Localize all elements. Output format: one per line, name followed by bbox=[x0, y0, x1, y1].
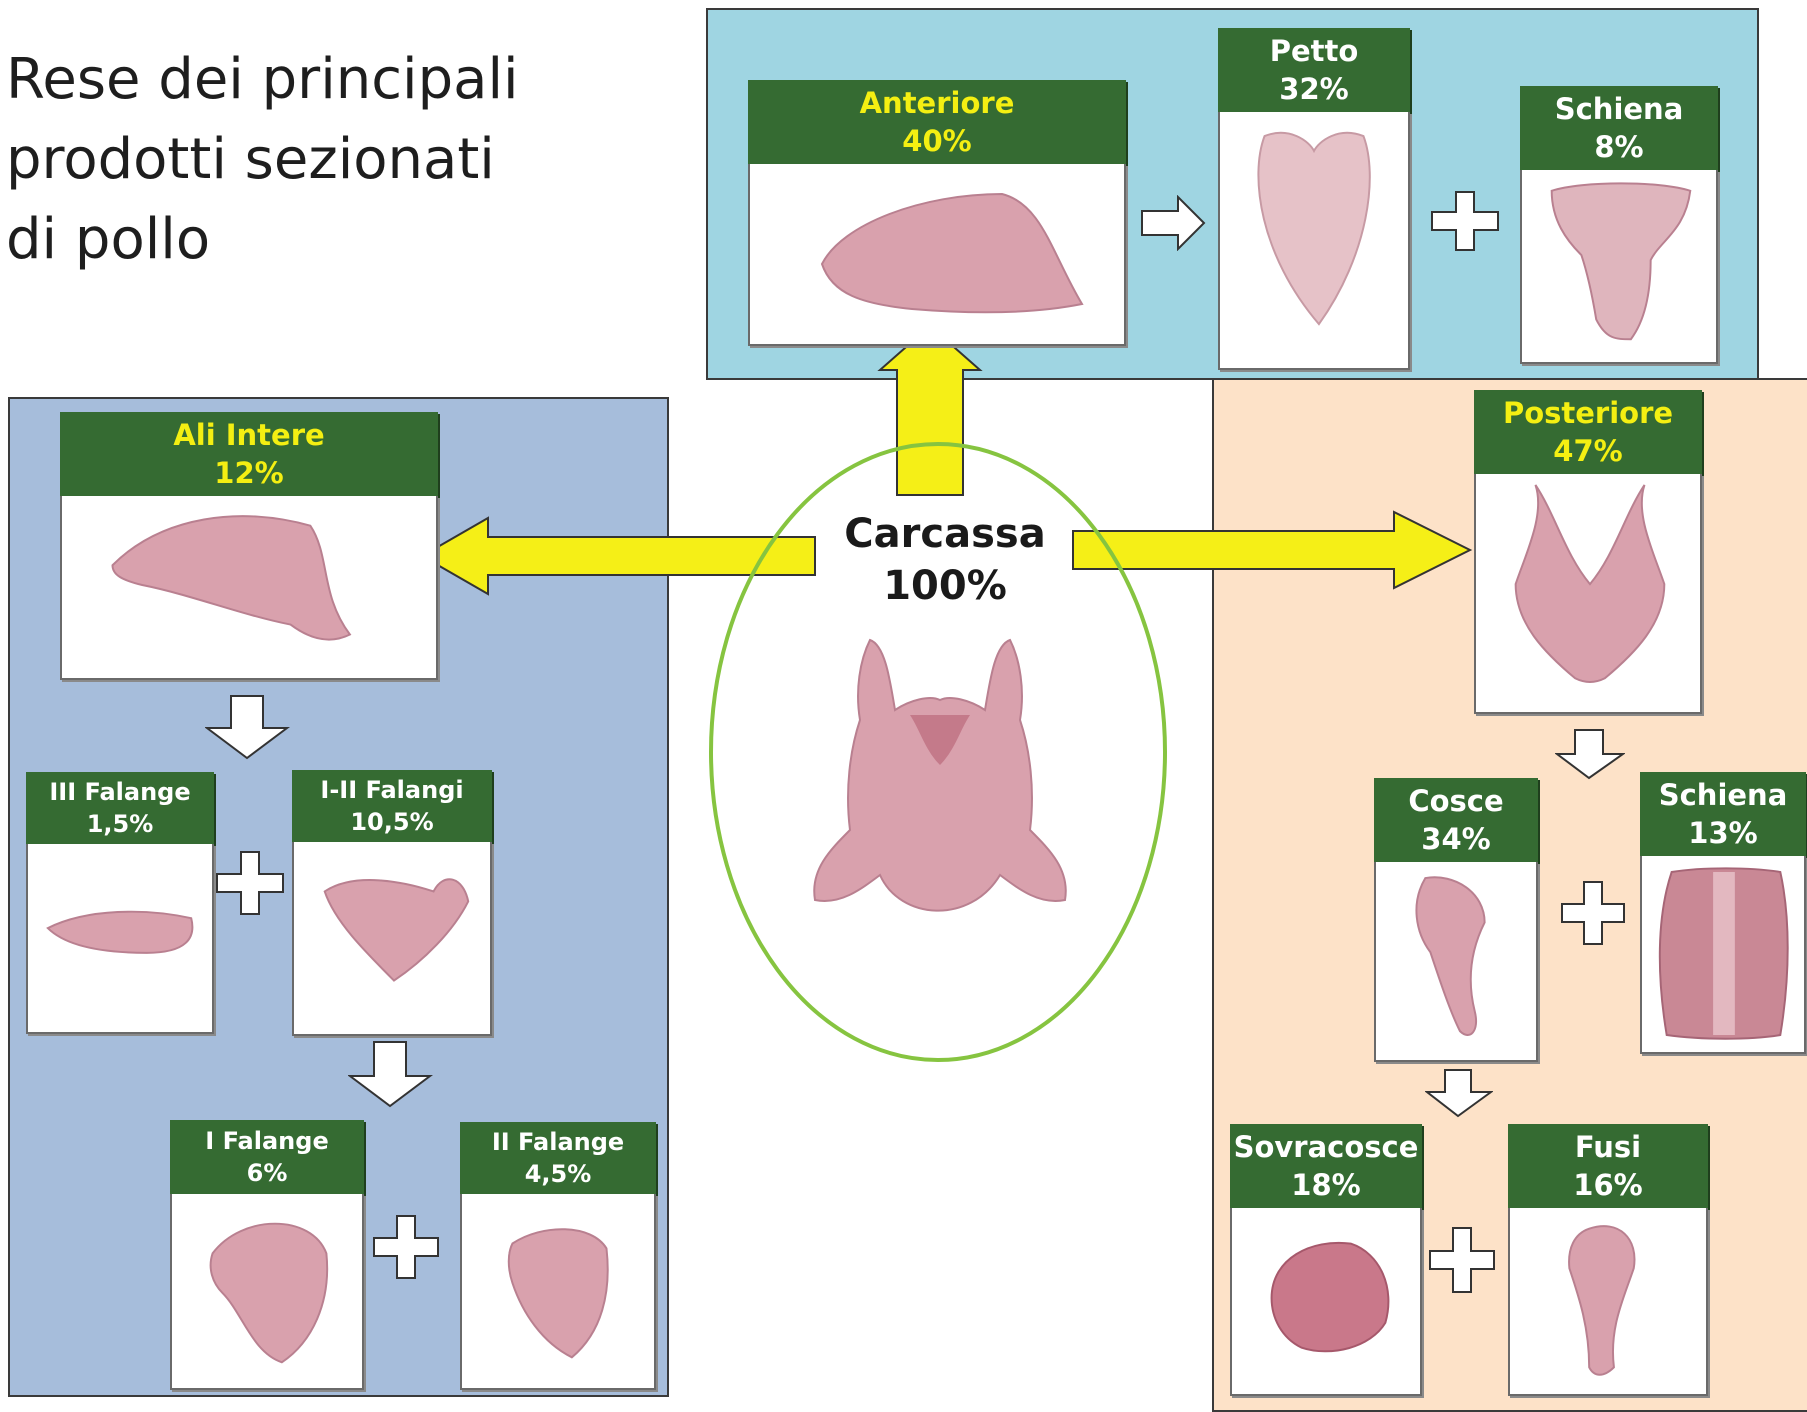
i-falange-pct: 6% bbox=[170, 1157, 364, 1189]
anteriore-pct: 40% bbox=[748, 122, 1126, 160]
anteriore-name: Anteriore bbox=[748, 84, 1126, 122]
plus-icon bbox=[215, 850, 285, 916]
card-cosce: Cosce 34% bbox=[1374, 778, 1538, 1062]
label-ali-intere: Ali Intere 12% bbox=[60, 412, 438, 496]
label-ii-falange: II Falange 4,5% bbox=[460, 1122, 656, 1194]
label-anteriore: Anteriore 40% bbox=[748, 80, 1126, 164]
sovracosce-name: Sovracosce bbox=[1230, 1128, 1422, 1166]
image-fusi bbox=[1508, 1208, 1708, 1396]
plus-icon bbox=[1560, 880, 1626, 946]
card-i-falange: I Falange 6% bbox=[170, 1120, 364, 1390]
title-line-3: di pollo bbox=[6, 200, 646, 280]
label-schiena-posteriore: Schiena 13% bbox=[1640, 772, 1806, 856]
label-i-falange: I Falange 6% bbox=[170, 1120, 364, 1194]
image-ali-intere bbox=[60, 496, 438, 680]
arrow-down-icon bbox=[1425, 1068, 1493, 1118]
fusi-pct: 16% bbox=[1508, 1166, 1708, 1204]
iii-falange-pct: 1,5% bbox=[26, 808, 214, 840]
sovracosce-pct: 18% bbox=[1230, 1166, 1422, 1204]
ali-intere-pct: 12% bbox=[60, 454, 438, 492]
i-ii-falangi-name: I-II Falangi bbox=[292, 774, 492, 806]
card-iii-falange: III Falange 1,5% bbox=[26, 772, 214, 1034]
arrow-right-icon bbox=[1140, 195, 1206, 251]
plus-icon bbox=[1428, 1226, 1496, 1294]
label-fusi: Fusi 16% bbox=[1508, 1124, 1708, 1208]
label-schiena-anteriore: Schiena 8% bbox=[1520, 86, 1718, 170]
image-petto bbox=[1218, 112, 1410, 370]
card-i-ii-falangi: I-II Falangi 10,5% bbox=[292, 770, 492, 1036]
card-schiena-anteriore: Schiena 8% bbox=[1520, 86, 1718, 364]
cosce-pct: 34% bbox=[1374, 820, 1538, 858]
page-title: Rese dei principali prodotti sezionati d… bbox=[6, 40, 646, 280]
petto-pct: 32% bbox=[1218, 70, 1410, 108]
posteriore-name: Posteriore bbox=[1474, 394, 1702, 432]
image-iii-falange bbox=[26, 844, 214, 1034]
title-line-1: Rese dei principali bbox=[6, 40, 646, 120]
image-ii-falange bbox=[460, 1194, 656, 1390]
schiena-posteriore-pct: 13% bbox=[1640, 814, 1806, 852]
label-i-ii-falangi: I-II Falangi 10,5% bbox=[292, 770, 492, 842]
arrow-down-icon bbox=[205, 694, 290, 760]
plus-icon bbox=[1430, 190, 1500, 252]
fusi-name: Fusi bbox=[1508, 1128, 1708, 1166]
i-falange-name: I Falange bbox=[170, 1125, 364, 1157]
image-cosce bbox=[1374, 862, 1538, 1062]
ali-intere-name: Ali Intere bbox=[60, 416, 438, 454]
label-petto: Petto 32% bbox=[1218, 28, 1410, 112]
ii-falange-pct: 4,5% bbox=[460, 1158, 656, 1190]
posteriore-pct: 47% bbox=[1474, 432, 1702, 470]
schiena-anteriore-name: Schiena bbox=[1520, 90, 1718, 128]
ii-falange-name: II Falange bbox=[460, 1126, 656, 1158]
image-sovracosce bbox=[1230, 1208, 1422, 1396]
title-line-2: prodotti sezionati bbox=[6, 120, 646, 200]
cosce-name: Cosce bbox=[1374, 782, 1538, 820]
label-sovracosce: Sovracosce 18% bbox=[1230, 1124, 1422, 1208]
arrow-down-icon bbox=[348, 1040, 433, 1108]
label-posteriore: Posteriore 47% bbox=[1474, 390, 1702, 474]
image-i-falange bbox=[170, 1194, 364, 1390]
carcassa-label: Carcassa 100% bbox=[820, 508, 1070, 612]
image-anteriore bbox=[748, 164, 1126, 346]
petto-name: Petto bbox=[1218, 32, 1410, 70]
schiena-posteriore-name: Schiena bbox=[1640, 776, 1806, 814]
i-ii-falangi-pct: 10,5% bbox=[292, 806, 492, 838]
card-petto: Petto 32% bbox=[1218, 28, 1410, 370]
label-cosce: Cosce 34% bbox=[1374, 778, 1538, 862]
label-iii-falange: III Falange 1,5% bbox=[26, 772, 214, 844]
image-posteriore bbox=[1474, 474, 1702, 714]
card-schiena-posteriore: Schiena 13% bbox=[1640, 772, 1806, 1054]
carcassa-pct: 100% bbox=[820, 560, 1070, 612]
card-anteriore: Anteriore 40% bbox=[748, 80, 1126, 346]
card-ali-intere: Ali Intere 12% bbox=[60, 412, 438, 680]
card-fusi: Fusi 16% bbox=[1508, 1124, 1708, 1396]
arrow-down-icon bbox=[1555, 728, 1625, 780]
image-schiena-anteriore bbox=[1520, 170, 1718, 364]
plus-icon bbox=[372, 1214, 440, 1280]
schiena-anteriore-pct: 8% bbox=[1520, 128, 1718, 166]
carcassa-image bbox=[800, 620, 1080, 960]
image-i-ii-falangi bbox=[292, 842, 492, 1036]
carcassa-name: Carcassa bbox=[820, 508, 1070, 560]
card-posteriore: Posteriore 47% bbox=[1474, 390, 1702, 714]
card-sovracosce: Sovracosce 18% bbox=[1230, 1124, 1422, 1396]
image-schiena-posteriore bbox=[1640, 856, 1806, 1054]
iii-falange-name: III Falange bbox=[26, 776, 214, 808]
card-ii-falange: II Falange 4,5% bbox=[460, 1122, 656, 1390]
